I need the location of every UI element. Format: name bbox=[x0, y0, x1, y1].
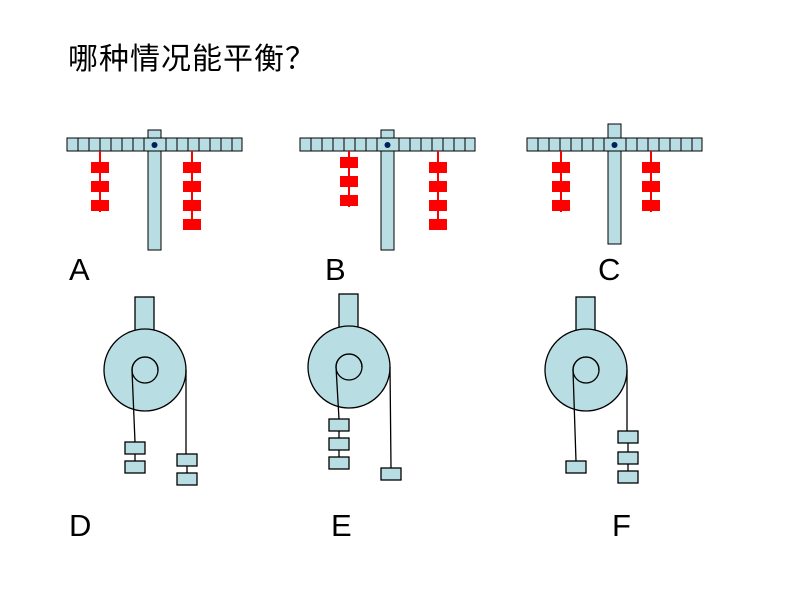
lever-a-pivot bbox=[151, 142, 158, 148]
option-label-e: E bbox=[331, 508, 352, 543]
pulley-f-rope bbox=[572, 356, 600, 462]
pulley-d-rope bbox=[131, 356, 159, 443]
lever-b bbox=[299, 129, 476, 251]
option-label-f: F bbox=[612, 508, 631, 543]
lever-a bbox=[66, 129, 243, 251]
question-title: 哪种情况能平衡？ bbox=[68, 42, 316, 77]
option-label-c: C bbox=[598, 252, 621, 287]
lever-b-pivot bbox=[384, 142, 391, 148]
lever-b-right-weights bbox=[429, 151, 447, 230]
lever-b-stand bbox=[380, 129, 395, 251]
lever-c bbox=[526, 123, 703, 245]
lever-b-left-weights bbox=[340, 151, 358, 207]
lever-a-left-weights bbox=[91, 151, 109, 212]
lever-c-stand bbox=[607, 123, 622, 245]
pulley-d-mount bbox=[134, 296, 155, 334]
lever-a-right-weights bbox=[183, 151, 201, 230]
pulley-f bbox=[544, 296, 639, 484]
lever-a-stand bbox=[147, 129, 162, 251]
lever-c-left-weights bbox=[552, 151, 570, 212]
pulley-f-mount bbox=[575, 296, 596, 334]
pulley-d bbox=[103, 296, 198, 486]
lever-c-right-weights bbox=[642, 151, 660, 212]
option-label-d: D bbox=[69, 508, 92, 543]
pulley-e-rope bbox=[335, 353, 363, 420]
option-label-a: A bbox=[69, 252, 90, 287]
option-label-b: B bbox=[325, 252, 346, 287]
lever-c-pivot bbox=[611, 142, 618, 148]
pulley-e bbox=[307, 293, 402, 481]
